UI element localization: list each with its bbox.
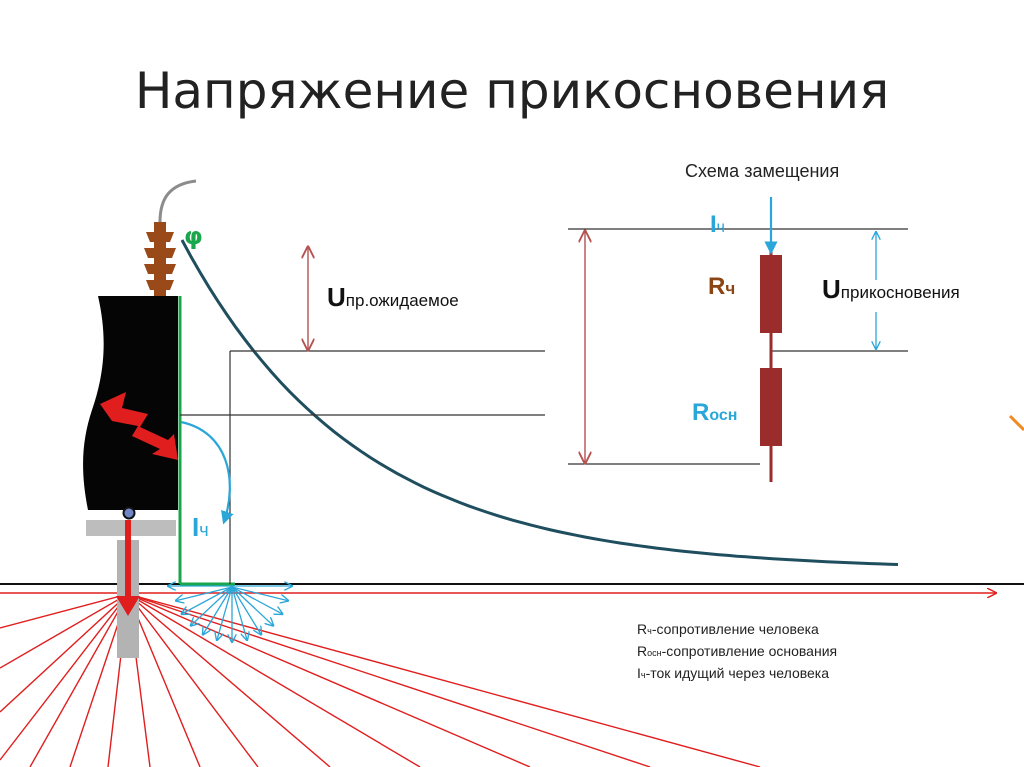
edge-mark — [1008, 414, 1024, 432]
foot-spread-line — [231, 586, 247, 640]
scheme-title: Схема замещения — [685, 161, 839, 181]
spread-line — [0, 593, 129, 669]
legend-item: Rч-сопротивление человека — [637, 621, 819, 637]
i-h-label: Iч — [192, 512, 209, 542]
transformer-body — [83, 296, 178, 510]
spread-line — [0, 593, 129, 761]
spread-line — [127, 593, 421, 767]
page-title: Напряжение прикосновения — [134, 62, 890, 120]
spread-line — [0, 593, 129, 713]
insulator-icon — [144, 222, 176, 296]
i-h-scheme-label: Iч — [710, 211, 725, 238]
foot-spread-line — [231, 586, 288, 601]
r-osn-label: Rосн — [692, 399, 737, 426]
spread-line — [127, 593, 651, 767]
spread-line — [0, 593, 129, 629]
foot-spread-line — [231, 586, 283, 614]
foot-spread-line — [217, 586, 233, 640]
foot-spread-line — [182, 586, 233, 614]
spread-line — [29, 593, 129, 767]
potential-curve — [180, 239, 899, 566]
foot-spread-line — [176, 586, 233, 601]
spread-line — [127, 593, 259, 767]
foot-spread-line — [203, 586, 233, 635]
phi-label: φ — [184, 222, 203, 250]
u-touch-label: Uприкосновения — [822, 274, 960, 304]
resistor-rosn — [760, 368, 782, 446]
human-current-arc — [180, 420, 234, 525]
foot-spread-line — [231, 586, 261, 635]
spread-line — [127, 593, 201, 767]
resistor-rh — [760, 255, 782, 333]
spread-line — [127, 593, 331, 767]
spread-line — [127, 593, 531, 767]
supply-wire — [158, 179, 197, 223]
legend-item: Rосн-сопротивление основания — [637, 643, 837, 659]
legend-item: Iч-ток идущий через человека — [637, 665, 829, 681]
lightning-bolt-icon — [100, 392, 178, 460]
spread-line — [127, 593, 761, 767]
u-expected-label: Uпр.ожидаемое — [327, 282, 459, 312]
contact-point — [122, 506, 136, 520]
legend: Rч-сопротивление человека Rосн-сопротивл… — [637, 621, 837, 681]
foot-spread-line — [231, 586, 273, 626]
r-h-label: Rч — [708, 273, 735, 300]
foot-spread-line — [191, 586, 233, 626]
